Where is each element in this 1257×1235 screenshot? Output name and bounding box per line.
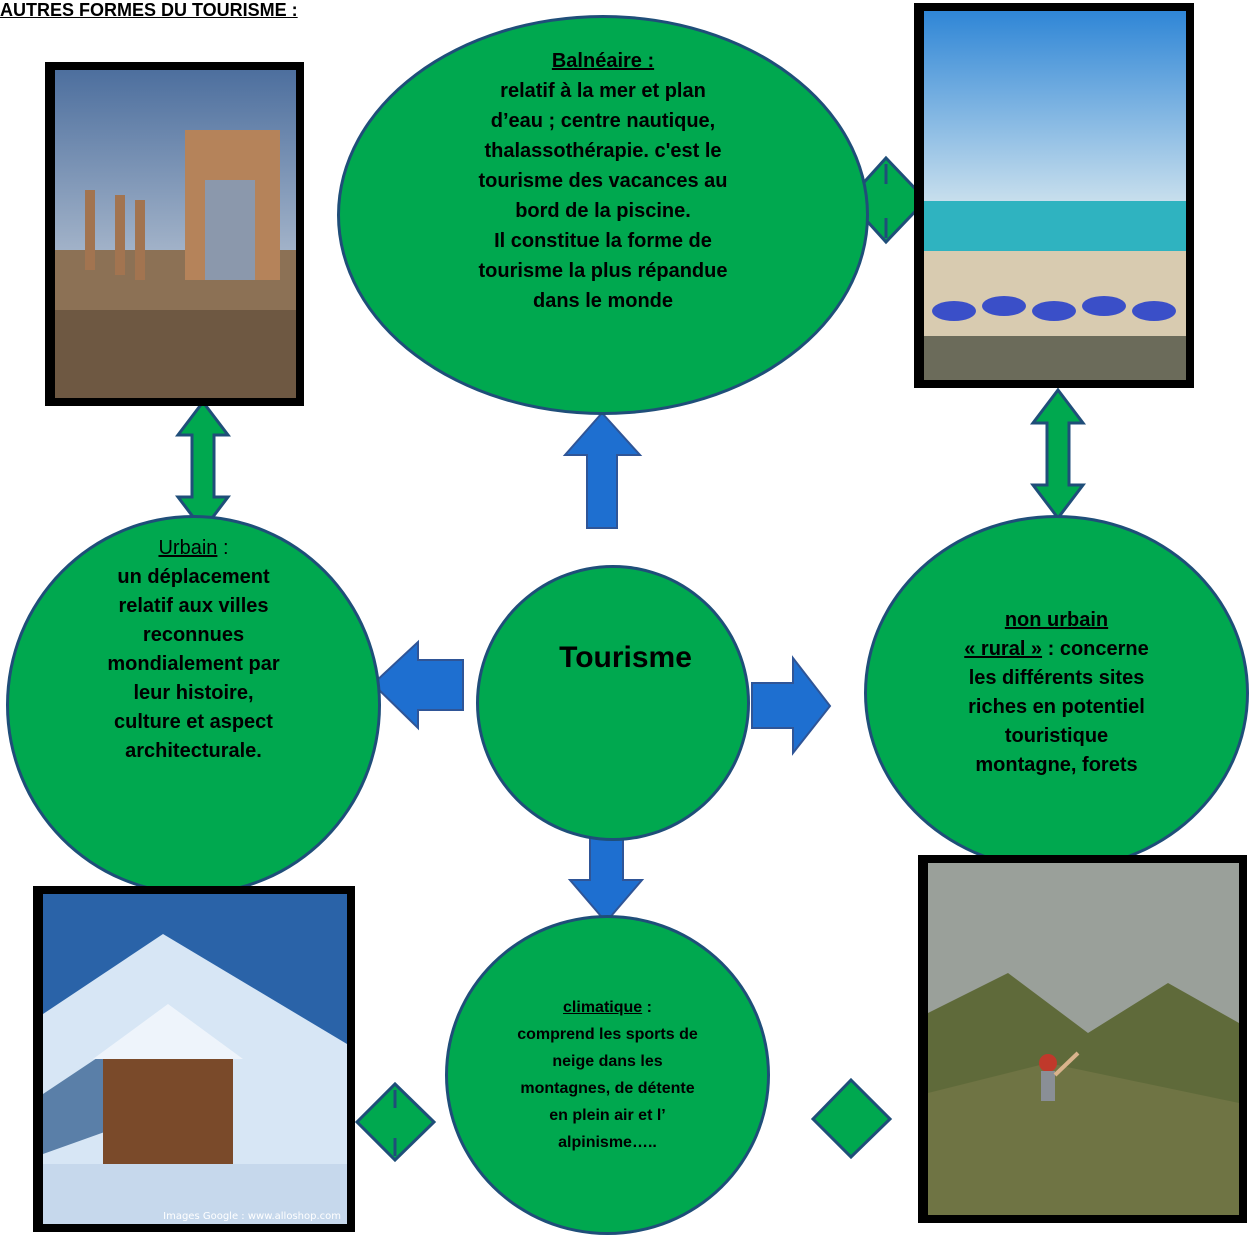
arrow-left-icon	[371, 639, 464, 731]
balneaire-line: tourisme des vacances au	[478, 170, 728, 192]
balneaire-line: d’eau ; centre nautique,	[490, 110, 716, 132]
balneaire-line: relatif à la mer et plan	[500, 80, 706, 102]
balneaire-line: thalassothérapie. c'est le	[484, 140, 722, 162]
urbain-line: relatif aux villes	[118, 595, 269, 617]
rural-subheading-rest: : concerne	[1042, 638, 1149, 660]
double-arrow-left-icon	[174, 399, 232, 533]
rural-line: montagne, forets	[975, 754, 1138, 776]
diamond-connector-bottom-left	[354, 1081, 437, 1163]
balneaire-bubble: Balnéaire : relatif à la mer et plan d’e…	[337, 15, 869, 415]
beach-umbrellas-photo	[914, 3, 1194, 388]
rural-subheading: « rural »	[964, 638, 1043, 660]
rural-bubble: non urbain « rural » : concerne les diff…	[864, 515, 1249, 871]
urbain-bubble: Urbain : un déplacement relatif aux vill…	[6, 515, 381, 895]
arrow-up-icon	[562, 411, 643, 529]
diamond-connector-bottom-right	[810, 1077, 893, 1160]
urbain-line: mondialement par	[107, 653, 280, 675]
balneaire-line: tourisme la plus répandue	[478, 260, 728, 282]
urbain-line: leur histoire,	[133, 682, 254, 704]
rural-line: les différents sites	[968, 667, 1145, 689]
urbain-line: un déplacement	[117, 566, 270, 588]
urbain-colon: :	[217, 537, 229, 559]
rural-heading: non urbain	[1004, 609, 1109, 631]
page-title: AUTRES FORMES DU TOURISME :	[0, 0, 298, 20]
climatique-line: comprend les sports de	[517, 1026, 698, 1043]
photo-caption: Images Google : www.alloshop.com	[163, 1211, 341, 1222]
rural-subheading-row: « rural » : concerne	[964, 635, 1149, 664]
double-arrow-right-icon	[1029, 387, 1087, 521]
rural-line: riches en potentiel	[968, 696, 1145, 718]
climatique-heading: climatique	[563, 999, 643, 1016]
balneaire-line: Il constitue la forme de	[494, 230, 712, 252]
roman-ruins-photo	[45, 62, 304, 406]
urbain-line: reconnues	[142, 624, 245, 646]
arrow-down-icon	[567, 837, 645, 924]
climatique-line: neige dans les	[552, 1053, 663, 1070]
climatique-line: en plein air et l’	[549, 1107, 666, 1124]
balneaire-line: bord de la piscine.	[515, 200, 691, 222]
balneaire-line: dans le monde	[532, 290, 674, 312]
climatique-bubble: climatique : comprend les sports de neig…	[445, 915, 770, 1235]
climatique-line: montagnes, de détente	[520, 1080, 695, 1097]
urbain-line: culture et aspect	[114, 711, 273, 733]
urbain-heading-row: Urbain :	[158, 534, 228, 563]
climatique-line: alpinisme…..	[558, 1134, 657, 1151]
rural-line: touristique	[1004, 725, 1109, 747]
tourisme-label: Tourisme	[559, 641, 692, 674]
urbain-heading: Urbain	[158, 537, 218, 559]
snowy-chalet-photo: Images Google : www.alloshop.com	[33, 886, 355, 1232]
urbain-line: architecturale.	[125, 740, 262, 762]
tourisme-bubble: Tourisme	[476, 565, 750, 841]
climatique-heading-row: climatique :	[563, 994, 652, 1021]
arrow-right-icon	[751, 655, 832, 756]
climatique-colon: :	[642, 999, 652, 1016]
balneaire-heading: Balnéaire :	[551, 50, 655, 72]
mountain-hiker-photo	[918, 855, 1247, 1223]
